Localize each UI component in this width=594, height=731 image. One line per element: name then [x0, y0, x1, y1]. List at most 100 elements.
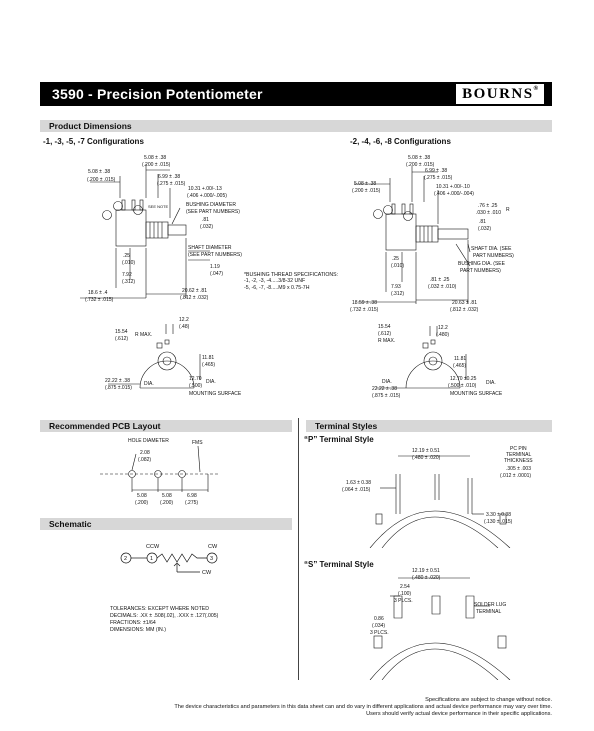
ldim-d15b: (.500): [189, 383, 202, 389]
rdim-d2b: (.200 ± .015): [352, 188, 381, 194]
ldim-d11: 12.2: [179, 317, 189, 323]
p-terminal-drawing: 12.19 ± 0.51 (.480 ± .020) PC PIN TERMIN…: [342, 446, 533, 548]
tolerances-block: TOLERANCES: EXCEPT WHERE NOTED DECIMALS:…: [110, 606, 218, 634]
p-d4b: (.130 ± .015): [484, 519, 513, 525]
ldim-d7b: (.047): [210, 271, 223, 277]
tol-line-3: FRACTIONS: ±1/64: [110, 620, 156, 626]
rdim-dia2: DIA.: [486, 380, 496, 386]
rdim-d12b: (.612): [378, 331, 391, 337]
pcb-q2: (.200): [160, 500, 173, 506]
section-pcb-layout: Recommended PCB Layout: [40, 420, 292, 432]
rdim-d2: 5.08 ± .38: [354, 181, 376, 187]
s-d1: 12.19 ± 0.51: [412, 568, 440, 574]
bushing-thread-note: *BUSHING THREAD SPECIFICATIONS: -1, -2, …: [244, 272, 338, 291]
ldim-d15: 12.70: [189, 376, 202, 382]
rdim-rmax: R MAX.: [378, 338, 395, 344]
rdim-bush: BUSHING DIA. (SEE: [458, 261, 506, 267]
schematic-cw-arrow: CW: [202, 570, 212, 576]
ldim-d6: .25: [123, 253, 130, 259]
ldim-d5b: (.032): [200, 224, 213, 230]
tol-line-2: DECIMALS: .XX ± .508(.02), .XXX ± .127(.…: [110, 613, 219, 619]
rdim-d14b: (.465): [453, 363, 466, 369]
ldim-d1b: (.200 ± .015): [87, 177, 116, 183]
rdim-d7b: (.010): [391, 263, 404, 269]
p-d2b: (.012 ± .0001): [500, 473, 531, 479]
section-terminal-styles: Terminal Styles: [306, 420, 552, 432]
column-divider: [298, 418, 299, 680]
pcb-q3: (.275): [185, 500, 198, 506]
page-title: 3590 - Precision Potentiometer: [52, 86, 263, 102]
s-lug2: TERMINAL: [476, 609, 502, 615]
ldim-d10: 20.62 ± .81: [182, 288, 207, 294]
config-right-heading: -2, -4, -6, -8 Configurations: [350, 137, 451, 146]
pcb-layout-drawing: HOLE DIAMETER FMS 2.08 (.082) 5.08 5.08 …: [100, 438, 220, 506]
s-d3: 0.86: [374, 616, 384, 622]
pcb-d1: 2.08: [140, 450, 150, 456]
p-style-title: “P” Terminal Style: [304, 435, 374, 444]
ldim-d12b: (.612): [115, 336, 128, 342]
rdim-d4: 10.31 +.00/-.10: [436, 184, 470, 190]
config-left-heading: -1, -3, -5, -7 Configurations: [43, 137, 144, 146]
ldim-d8: 7.92: [122, 272, 132, 278]
bourns-logo: BOURNS®: [456, 84, 544, 104]
rdim-r: R: [506, 207, 510, 213]
ldim-dia2: DIA.: [206, 379, 216, 385]
rdim-d6b: (.032): [478, 226, 491, 232]
ldim-d7: 1.19: [210, 264, 220, 270]
rdim-d8: .81 ± .25: [430, 277, 450, 283]
left-config-drawing: 5.08 ± .38 (.200 ± .015) 5.08 ± .38 (.20…: [80, 155, 242, 397]
schematic-pin-1: 1: [150, 556, 153, 562]
footer-notice: Specifications are subject to change wit…: [174, 697, 552, 718]
s-terminal-drawing: 12.19 ± 0.51 (.480 ± .020) 2.54 (.100) 3…: [369, 568, 511, 680]
registered-mark: ®: [533, 86, 538, 92]
ldim-d9: 18.6 ± .4: [88, 290, 108, 296]
rdim-d14: 11.81: [454, 356, 466, 362]
rdim-d9: 7.93: [391, 284, 401, 290]
pcb-hole-label: HOLE DIAMETER: [128, 438, 169, 444]
ldim-bushing2: (SEE PART NUMBERS): [186, 209, 240, 215]
ldim-d2: 5.08 ± .38: [144, 155, 166, 161]
p-pc2: TERMINAL: [506, 452, 532, 458]
p-d1: 12.19 ± 0.51: [412, 448, 440, 454]
rdim-d3: 6.99 ± .38: [425, 168, 447, 174]
s-d2c: 3 PLCS.: [394, 598, 413, 604]
s-d2: 2.54: [400, 584, 410, 590]
ldim-rmax: R MAX.: [135, 332, 152, 338]
ldim-d3b: (.275 ± .015): [157, 181, 186, 187]
ldim-d10b: (.812 ± .032): [180, 295, 209, 301]
schematic-pin-2: 2: [124, 556, 127, 562]
ldim-shaft2: (SEE PART NUMBERS): [188, 252, 242, 258]
rdim-d1: 5.08 ± .38: [408, 155, 430, 161]
rdim-d3b: (.275 ± .015): [424, 175, 453, 181]
ldim-d12: 15.54: [115, 329, 128, 335]
s-d3b: (.034): [372, 623, 385, 629]
rdim-d16: 12.70 ±0.25: [450, 376, 477, 382]
brand-name: BOURNS: [462, 86, 534, 102]
ldim-mount: MOUNTING SURFACE: [189, 391, 242, 397]
ldim-d6b: (.010): [122, 260, 135, 266]
rdim-d15b: (.875 ± .015): [372, 393, 401, 399]
pcb-fms-label: FMS: [192, 440, 203, 446]
rdim-shaft: SHAFT DIA. (SEE: [471, 246, 512, 252]
footer-line-3: Users should verify actual device perfor…: [366, 711, 552, 717]
ldim-d1: 5.08 ± .38: [88, 169, 110, 175]
schematic-drawing: 2 1 3 CCW CW CW: [120, 544, 218, 576]
ldim-d4: 10.31 +.00/-.13: [188, 186, 222, 192]
rdim-d4b: (.406 +.000/-.004): [434, 191, 474, 197]
rdim-d8b: (.032 ± .010): [428, 284, 457, 290]
rdim-d9b: (.312): [391, 291, 404, 297]
rdim-d10: 18.59 ± .38: [352, 300, 377, 306]
ldim-d11b: (.48): [179, 324, 190, 330]
ldim-d2b: (.200 ± .015): [142, 162, 171, 168]
bushing-note-l3: -5, -6, -7, -8.....M9 x 0.75-7H: [244, 284, 310, 291]
schematic-pin-3: 3: [210, 556, 213, 562]
rdim-bush2: PART NUMBERS): [460, 268, 501, 274]
ldim-d3: 6.99 ± .38: [158, 174, 180, 180]
ldim-d13b: (.465): [202, 362, 215, 368]
p-d4: 3.30 ± 0.38: [486, 512, 511, 518]
ldim-see-note: SEE NOTE: [148, 204, 169, 209]
p-d1b: (.480 ± .020): [412, 455, 441, 461]
rdim-d15: 22.22 ± .38: [372, 386, 397, 392]
p-pc3: THICKNESS: [504, 458, 533, 464]
ldim-d13: 11.81: [202, 355, 214, 361]
